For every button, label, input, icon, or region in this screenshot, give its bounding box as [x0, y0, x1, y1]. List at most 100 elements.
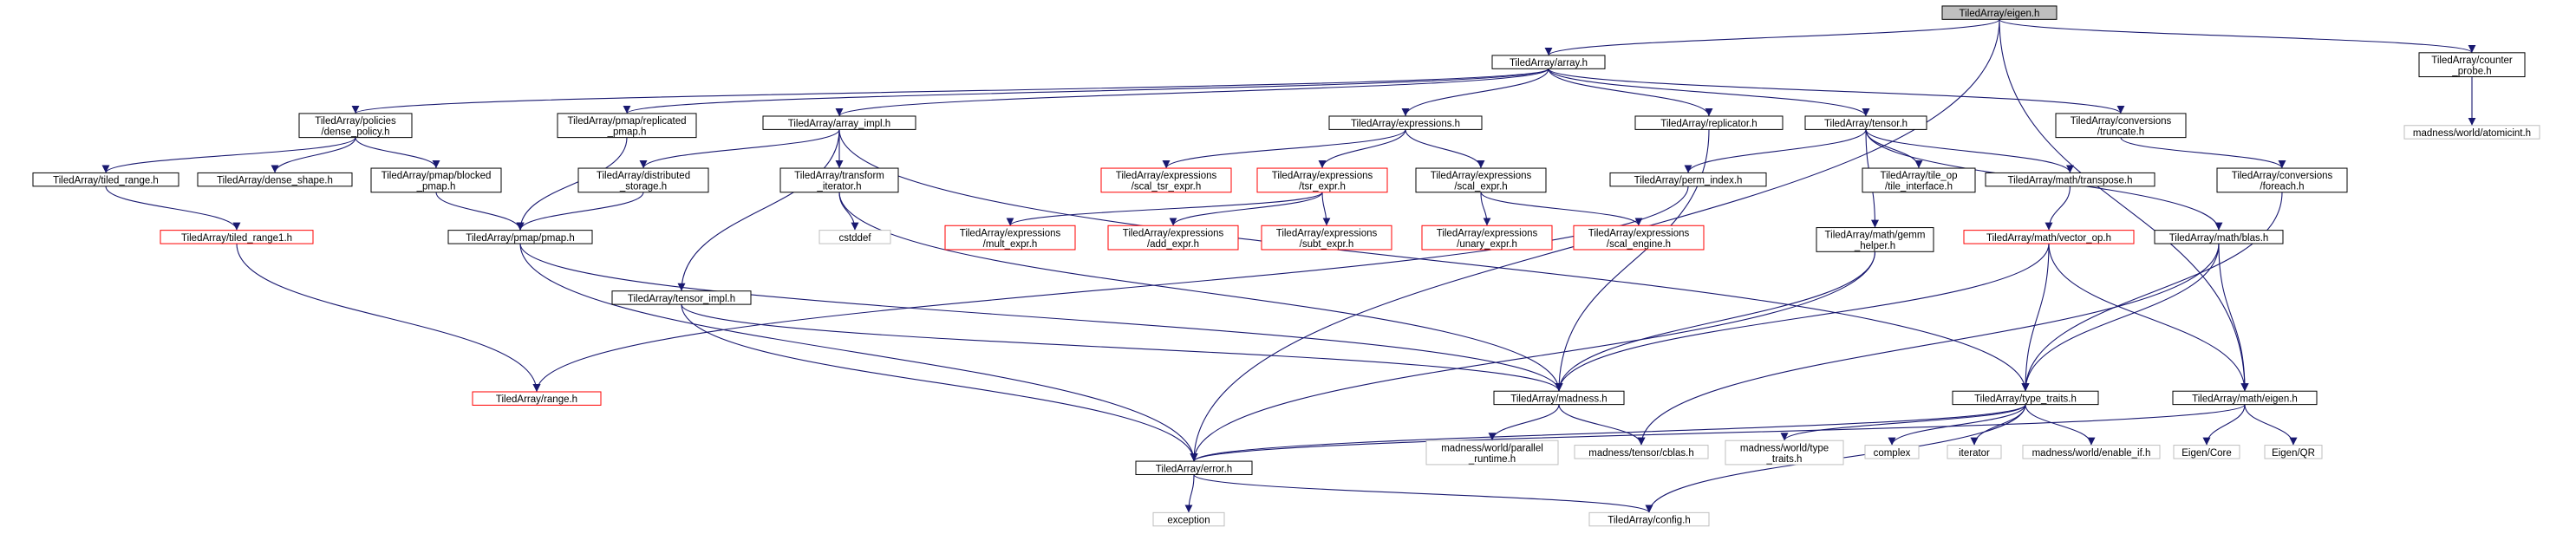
node-conv_truncate[interactable]: TiledArray/conversions/truncate.h — [2055, 113, 2187, 139]
node-add_expr[interactable]: TiledArray/expressions/add_expr.h — [1107, 225, 1239, 251]
node-label-conv_truncate-0: TiledArray/conversions — [2071, 116, 2172, 127]
node-box-cblas — [1574, 445, 1709, 459]
edge-scal_expr-to-unary_expr — [1480, 192, 1491, 226]
node-label-dense_policy-1: /dense_policy.h — [321, 127, 389, 138]
edge-array_h-to-tensor_h — [1548, 68, 1870, 117]
node-box-scal_expr — [1415, 167, 1547, 193]
edge-type_traits-to-complex — [1888, 404, 2026, 446]
node-label-expressions_h-0: TiledArray/expressions.h — [1351, 119, 1460, 129]
node-label-tensor_impl-0: TiledArray/tensor_impl.h — [628, 294, 735, 304]
node-tsr_expr[interactable]: TiledArray/expressions/tsr_expr.h — [1256, 167, 1388, 193]
node-transform_iter[interactable]: TiledArray/transform_iterator.h — [779, 167, 899, 193]
node-label-tsr_expr-0: TiledArray/expressions — [1272, 171, 1373, 181]
node-box-array_h — [1491, 55, 1606, 69]
edge-expressions_h-to-tsr_expr — [1318, 129, 1406, 169]
node-vector_op[interactable]: TiledArray/math/vector_op.h — [1963, 230, 2135, 244]
node-math_gemm[interactable]: TiledArray/math/gemm_helper.h — [1816, 227, 1934, 252]
node-label-conv_foreach-1: /foreach.h — [2260, 182, 2304, 192]
node-label-counter_probe-0: TiledArray/counter — [2431, 55, 2513, 66]
node-label-exception-0: exception — [1167, 516, 1210, 526]
node-type_traits[interactable]: TiledArray/type_traits.h — [1952, 390, 2099, 406]
node-label-tiled_range-0: TiledArray/tiled_range.h — [53, 176, 159, 186]
node-tensor_impl[interactable]: TiledArray/tensor_impl.h — [611, 290, 752, 305]
node-math_eigen[interactable]: TiledArray/math/eigen.h — [2172, 390, 2318, 406]
node-box-transform_iter — [779, 167, 899, 193]
node-label-pmap_pmap-0: TiledArray/pmap/pmap.h — [466, 233, 575, 244]
edge-conv_foreach-to-type_traits — [2021, 192, 2283, 392]
node-box-enable_if — [2022, 445, 2161, 459]
node-array_h[interactable]: TiledArray/array.h — [1491, 55, 1606, 69]
node-error_h[interactable]: TiledArray/error.h — [1135, 460, 1253, 475]
edge-transform_iter-to-cstddef — [838, 192, 859, 231]
edge-math_blas-to-type_traits — [2021, 244, 2220, 392]
node-label-math_eigen-0: TiledArray/math/eigen.h — [2192, 394, 2298, 404]
node-subt_expr[interactable]: TiledArray/expressions/subt_expr.h — [1261, 225, 1392, 251]
node-box-unary_expr — [1421, 225, 1553, 251]
edge-vector_op-to-type_traits — [2021, 244, 2050, 392]
node-range_h[interactable]: TiledArray/range.h — [472, 391, 602, 406]
node-label-pmap_replicated-1: _pmap.h — [607, 127, 647, 138]
node-box-dense_policy — [298, 113, 413, 139]
node-box-type_traits — [1952, 390, 2099, 406]
node-scal_engine[interactable]: TiledArray/expressions/scal_engine.h — [1573, 225, 1705, 251]
node-tiled_range1[interactable]: TiledArray/tiled_range1.h — [160, 230, 314, 244]
node-pmap_pmap[interactable]: TiledArray/pmap/pmap.h — [447, 230, 593, 244]
node-label-tiled_range1-0: TiledArray/tiled_range1.h — [181, 233, 292, 244]
edge-expressions_h-to-scal_expr — [1405, 129, 1485, 169]
node-label-eigen_h-0: TiledArray/eigen.h — [1960, 9, 2040, 19]
edge-math_eigen-to-eigen_qr — [2244, 404, 2298, 446]
node-label-vector_op-0: TiledArray/math/vector_op.h — [1986, 233, 2111, 244]
node-pmap_blocked[interactable]: TiledArray/pmap/blocked_pmap.h — [370, 167, 502, 193]
edge-math_transpose-to-vector_op — [2044, 186, 2071, 231]
edge-dist_storage-to-pmap_pmap — [516, 192, 644, 231]
node-label-complex-0: complex — [1874, 448, 1911, 459]
edge-scal_expr-to-scal_engine — [1480, 192, 1643, 226]
edge-tiled_range-to-tiled_range1 — [105, 186, 241, 231]
node-scal_expr[interactable]: TiledArray/expressions/scal_expr.h — [1415, 167, 1547, 193]
node-unary_expr[interactable]: TiledArray/expressions/unary_expr.h — [1421, 225, 1553, 251]
node-label-unary_expr-1: /unary_expr.h — [1457, 239, 1517, 250]
edge-pmap_pmap-to-madness_h — [519, 244, 1563, 392]
node-box-pmap_pmap — [447, 230, 593, 244]
node-label-enable_if-0: madness/world/enable_if.h — [2032, 448, 2151, 459]
node-scal_tsr_expr[interactable]: TiledArray/expressions/scal_tsr_expr.h — [1100, 167, 1232, 193]
node-dense_shape[interactable]: TiledArray/dense_shape.h — [197, 172, 353, 187]
node-dense_policy[interactable]: TiledArray/policies/dense_policy.h — [298, 113, 413, 139]
node-pmap_replicated[interactable]: TiledArray/pmap/replicated_pmap.h — [557, 113, 697, 139]
node-mult_expr[interactable]: TiledArray/expressions/mult_expr.h — [944, 225, 1076, 251]
edge-tensor_impl-to-error_h — [681, 304, 1198, 462]
node-madness_h[interactable]: TiledArray/madness.h — [1493, 390, 1625, 406]
node-label-add_expr-0: TiledArray/expressions — [1123, 228, 1224, 238]
node-tensor_h[interactable]: TiledArray/tensor.h — [1804, 115, 1927, 130]
node-label-subt_expr-0: TiledArray/expressions — [1276, 228, 1378, 238]
node-array_impl[interactable]: TiledArray/array_impl.h — [762, 115, 916, 130]
node-box-eigen_core — [2173, 445, 2240, 459]
node-box-conv_foreach — [2216, 167, 2348, 193]
edge-eigen_h-to-counter_probe — [1999, 18, 2476, 54]
node-dist_storage[interactable]: TiledArray/distributed_storage.h — [577, 167, 709, 193]
node-expressions_h[interactable]: TiledArray/expressions.h — [1328, 115, 1483, 130]
node-label-parallel_runtime-1: _runtime.h — [1468, 454, 1516, 465]
node-world_type_traits: madness/world/type_traits.h — [1725, 440, 1844, 466]
node-box-math_blas — [2154, 230, 2284, 244]
edge-array_h-to-array_impl — [835, 68, 1549, 117]
node-label-pmap_blocked-1: _pmap.h — [416, 182, 456, 192]
edge-madness_h-to-parallel_runtime — [1488, 404, 1560, 441]
node-tile_interface[interactable]: TiledArray/tile_op/tile_interface.h — [1862, 167, 1976, 193]
node-conv_foreach[interactable]: TiledArray/conversions/foreach.h — [2216, 167, 2348, 193]
node-perm_index[interactable]: TiledArray/perm_index.h — [1609, 172, 1767, 187]
node-label-conv_truncate-1: /truncate.h — [2097, 127, 2144, 138]
node-tiled_range[interactable]: TiledArray/tiled_range.h — [32, 172, 179, 187]
node-box-complex — [1864, 445, 1920, 459]
edge-tsr_expr-to-add_expr — [1169, 192, 1323, 226]
node-replicator[interactable]: TiledArray/replicator.h — [1634, 115, 1784, 130]
node-eigen_h[interactable]: TiledArray/eigen.h — [1941, 5, 2058, 20]
dependency-edges — [101, 18, 2476, 513]
node-math_blas[interactable]: TiledArray/math/blas.h — [2154, 230, 2284, 244]
edge-tensor_h-to-tile_interface — [1865, 129, 1923, 169]
node-enable_if: madness/world/enable_if.h — [2022, 445, 2161, 459]
node-counter_probe[interactable]: TiledArray/counter_probe.h — [2418, 52, 2526, 78]
node-math_transpose[interactable]: TiledArray/math/transpose.h — [1985, 172, 2155, 187]
node-box-dist_storage — [577, 167, 709, 193]
